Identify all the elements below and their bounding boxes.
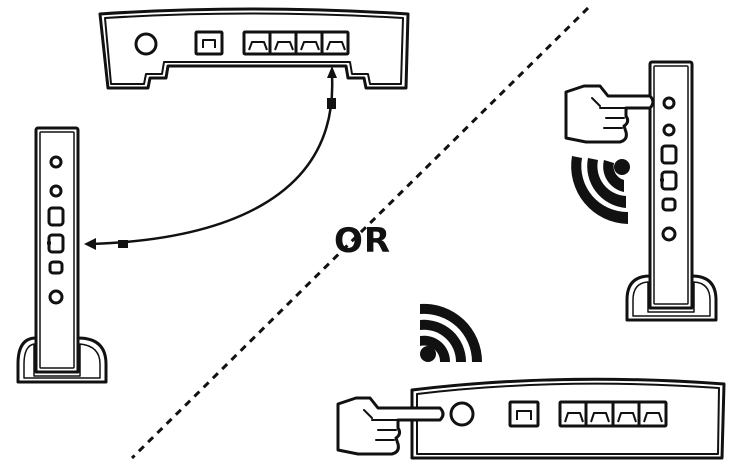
diagonal-divider [130,6,590,460]
tower-device-icon [625,60,718,322]
wan-port [508,400,540,428]
or-label: OR [334,221,391,261]
tower-device-icon [16,126,108,384]
router-icon [410,377,726,460]
wps-button [449,401,475,427]
pointing-hand-icon [336,396,445,456]
wifi-signal-icon [420,303,483,362]
wifi-signal-icon [571,156,630,224]
wan-port [194,30,224,56]
router-icon [98,7,410,90]
ethernet-cable-icon [84,66,337,250]
pointing-hand-icon [564,84,655,144]
power-button [134,32,158,56]
